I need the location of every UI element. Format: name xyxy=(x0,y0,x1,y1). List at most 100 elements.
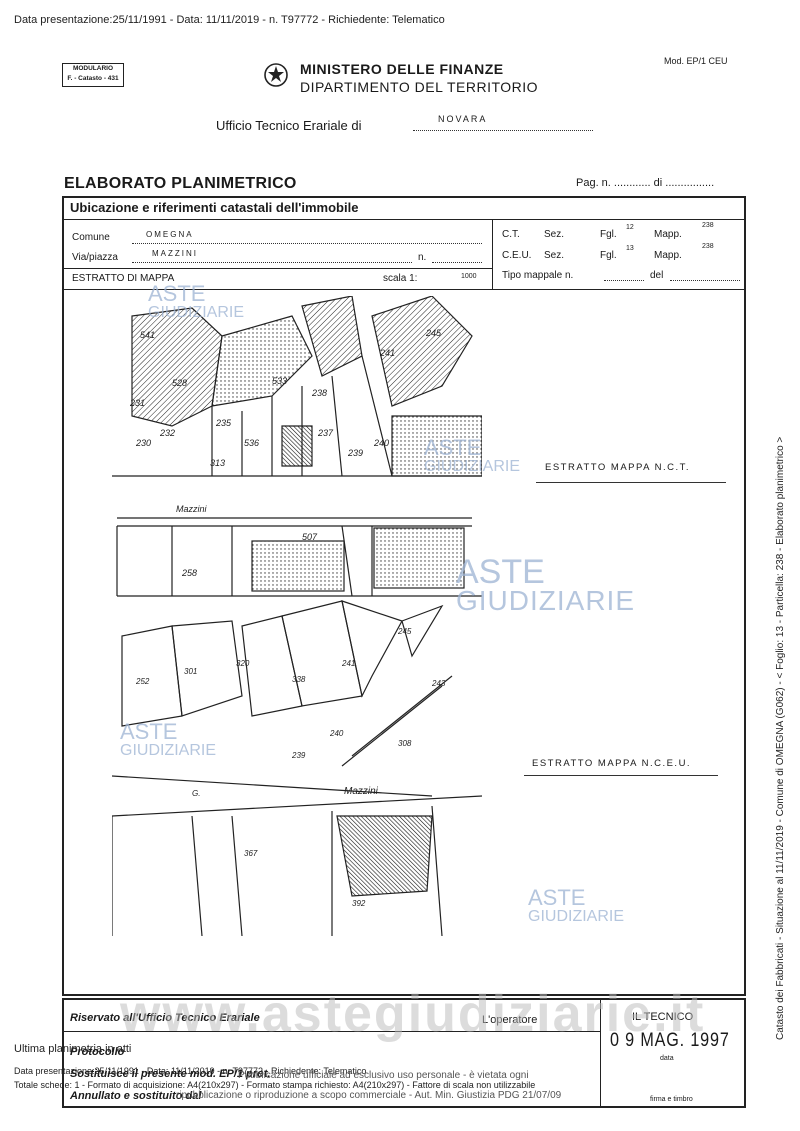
parcel-number: 536 xyxy=(244,438,259,448)
parcel-number: 245 xyxy=(397,627,412,636)
parcel-number: 239 xyxy=(291,751,306,760)
scala-label: scala 1: xyxy=(383,273,418,284)
parcel-number: 301 xyxy=(184,667,197,676)
comune-underline xyxy=(132,243,482,244)
section-title: Ubicazione e riferimenti catastali dell'… xyxy=(70,200,359,215)
footer-overlay-1: Pubblicazione ufficiale ad esclusivo uso… xyxy=(238,1070,529,1081)
watermark-logo: ASTE GIUDIZIARIE xyxy=(528,885,625,925)
estratto-label: ESTRATTO DI MAPPA xyxy=(72,273,175,284)
footer-ultima: Ultima planimetria in atti xyxy=(14,1043,132,1055)
tecnico-label: IL TECNICO xyxy=(632,1011,694,1023)
ministry-emblem-icon xyxy=(264,63,288,87)
watermark-logo: ASTE GIUDIZIARIE xyxy=(456,553,636,617)
street-name: Mazzini xyxy=(176,504,208,514)
divider xyxy=(492,219,493,289)
nceu-map xyxy=(112,600,482,937)
protocollo-label: Protocollo xyxy=(70,1046,125,1058)
firma-label: firma e timbro xyxy=(650,1096,693,1103)
watermark-logo: ASTE GIUDIZIARIE xyxy=(424,435,521,475)
ct-mapp-label: Mapp. xyxy=(654,229,682,240)
cadastral-map: 541 528 231 230 232 235 313 536 533 238 … xyxy=(112,296,482,937)
parcel-number: 367 xyxy=(244,849,258,858)
footer-line-3: Totale schede: 1 - Formato di acquisizio… xyxy=(14,1080,536,1090)
nct-map xyxy=(112,296,482,527)
parcel-number: 507 xyxy=(302,532,318,542)
via-underline xyxy=(132,262,412,263)
department-title: DIPARTIMENTO DEL TERRITORIO xyxy=(300,79,539,95)
ceu-mapp-label: Mapp. xyxy=(654,250,682,261)
nceu-extract-label: ESTRATTO MAPPA N.C.E.U. xyxy=(532,758,692,769)
parcel-number: 258 xyxy=(181,568,197,578)
comune-label: Comune xyxy=(72,232,110,243)
number-underline xyxy=(432,262,482,263)
parcel-number: 245 xyxy=(425,328,442,338)
parcel-number: 338 xyxy=(292,675,306,684)
ct-fgl-label: Fgl. xyxy=(600,229,617,240)
modulario-code: F. - Catasto - 431 xyxy=(67,75,119,82)
parcel-number: 320 xyxy=(236,659,250,668)
modulario-box: MODULARIO F. - Catasto - 431 xyxy=(62,63,124,87)
date-stamp: 0 9 MAG. 1997 xyxy=(610,1030,730,1051)
street-name: G. xyxy=(192,789,200,798)
nct-label-line xyxy=(536,482,726,483)
parcel-number: 237 xyxy=(317,428,334,438)
nct-extract-label: ESTRATTO MAPPA N.C.T. xyxy=(545,462,690,473)
divider xyxy=(62,219,746,220)
divider xyxy=(62,268,492,269)
footer-line-2: Data presentazione:25/11/1991 - Data: 11… xyxy=(14,1066,367,1076)
ceu-label: C.E.U. xyxy=(502,250,532,261)
street-name: Mazzini xyxy=(344,786,379,797)
parcel-number: 252 xyxy=(135,677,150,686)
parcel-number: 232 xyxy=(159,428,175,438)
parcel-number: 240 xyxy=(373,438,389,448)
ct-sez-label: Sez. xyxy=(544,229,565,240)
nceu-label-line xyxy=(524,775,718,776)
ufficio-label: Ufficio Tecnico Erariale di xyxy=(216,118,362,133)
main-frame xyxy=(62,196,746,996)
parcel-number: 238 xyxy=(311,388,327,398)
footer-overlay-2: ripubblicazione o riproduzione a scopo c… xyxy=(176,1090,562,1101)
parcel-number: 239 xyxy=(347,448,363,458)
parcel-number: 231 xyxy=(129,398,145,408)
watermark-url: www.astegiudiziarie.it xyxy=(120,985,706,1043)
side-vertical-text: Catasto dei Fabbricati - Situazione al 1… xyxy=(775,436,786,1040)
ceu-sez-label: Sez. xyxy=(544,250,565,261)
model-code: Mod. EP/1 CEU xyxy=(664,56,728,66)
nct-map-street xyxy=(116,525,482,597)
watermark-logo: ASTE GIUDIZIARIE xyxy=(120,719,217,759)
del-label: del xyxy=(650,270,664,281)
page-number-field: Pag. n. ............ di ................ xyxy=(576,177,715,189)
ufficio-underline xyxy=(413,130,593,131)
tipo-mappale-label: Tipo mappale n. xyxy=(502,270,574,281)
ct-label: C.T. xyxy=(502,229,520,240)
scala-value: 1000 xyxy=(461,273,477,280)
parcel-number: 241 xyxy=(341,659,355,668)
parcel-number: 392 xyxy=(352,899,366,908)
ceu-mapp-value: 238 xyxy=(702,243,714,250)
divider xyxy=(600,998,601,1108)
reserved-label: Riservato all'Ufficio Tecnico Erariale xyxy=(70,1012,260,1024)
divider xyxy=(62,289,746,290)
modulario-label: MODULARIO xyxy=(72,65,114,72)
ministry-title: MINISTERO DELLE FINANZE xyxy=(300,61,504,77)
number-label: n. xyxy=(418,252,427,263)
del-underline xyxy=(670,280,740,281)
parcel-number: 533 xyxy=(272,376,287,386)
operatore-label: L'operatore xyxy=(482,1014,538,1026)
parcel-number: 241 xyxy=(379,348,395,358)
parcel-number: 243 xyxy=(431,679,446,688)
annullato-label: Annullato e sostituito dal xyxy=(70,1090,202,1102)
parcel-number: 240 xyxy=(329,729,344,738)
parcel-number: 313 xyxy=(210,458,225,468)
parcel-number: 541 xyxy=(140,330,155,340)
divider xyxy=(62,1031,600,1032)
watermark-logo: ASTE GIUDIZIARIE xyxy=(148,281,245,321)
ceu-fgl-label: Fgl. xyxy=(600,250,617,261)
tipo-mappale-underline xyxy=(604,280,644,281)
via-label: Via/piazza xyxy=(72,252,118,263)
parcel-number: 308 xyxy=(398,739,412,748)
parcel-number: 235 xyxy=(215,418,232,428)
sostituisce-label: Sostituisce il presente mod. EP/1 prot. xyxy=(70,1068,271,1080)
parcel-number: 528 xyxy=(172,378,187,388)
ct-mapp-value: 238 xyxy=(702,222,714,229)
